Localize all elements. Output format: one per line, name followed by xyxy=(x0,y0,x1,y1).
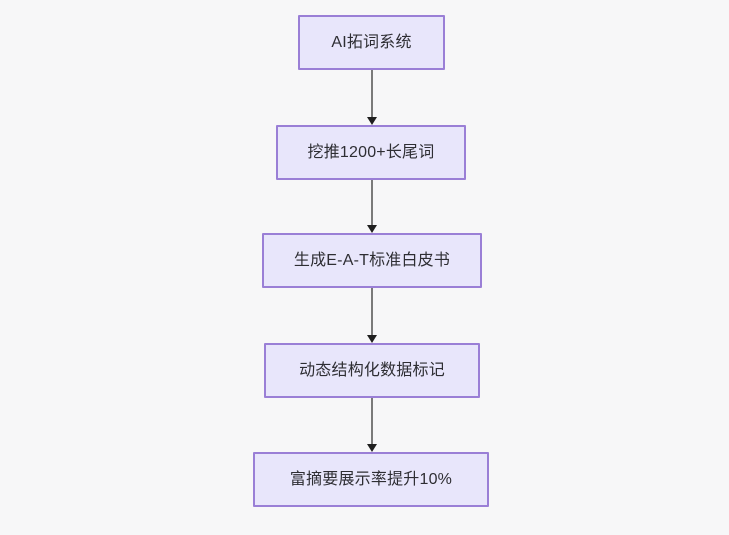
edge-node2-node3 xyxy=(367,180,377,233)
edge-node1-node2 xyxy=(367,70,377,125)
edge-line xyxy=(371,70,373,118)
flow-node-label: 挖推1200+长尾词 xyxy=(307,143,435,161)
arrowhead-icon xyxy=(367,117,377,125)
flow-node-rich-snippet-rate-increase[interactable]: 富摘要展示率提升10% xyxy=(253,452,489,507)
edge-node3-node4 xyxy=(367,288,377,343)
flow-node-generate-eat-whitepaper[interactable]: 生成E-A-T标准白皮书 xyxy=(262,233,482,288)
flow-node-label: 动态结构化数据标记 xyxy=(299,361,445,379)
arrowhead-icon xyxy=(367,335,377,343)
arrowhead-icon xyxy=(367,444,377,452)
flow-node-label: 富摘要展示率提升10% xyxy=(289,470,453,488)
edge-node4-node5 xyxy=(367,398,377,452)
flow-node-dynamic-structured-data-markup[interactable]: 动态结构化数据标记 xyxy=(264,343,480,398)
edge-line xyxy=(371,288,373,336)
flow-node-ai-keyword-system[interactable]: AI拓词系统 xyxy=(298,15,445,70)
edge-line xyxy=(371,180,373,226)
arrowhead-icon xyxy=(367,225,377,233)
flow-node-label: 生成E-A-T标准白皮书 xyxy=(293,251,451,269)
edge-line xyxy=(371,398,373,445)
flow-node-label: AI拓词系统 xyxy=(331,33,412,51)
flow-node-mine-longtail-keywords[interactable]: 挖推1200+长尾词 xyxy=(276,125,466,180)
